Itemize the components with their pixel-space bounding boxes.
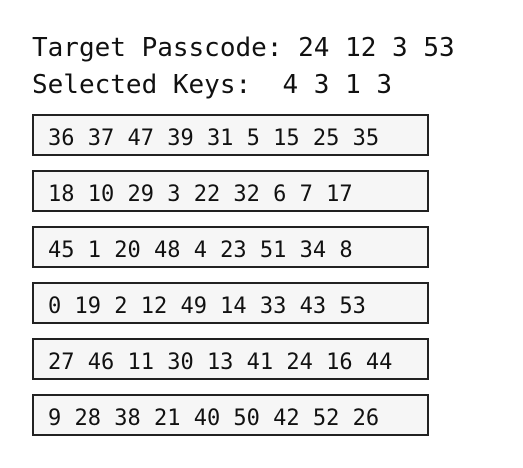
key-row-label: 9 28 38 21 40 50 42 52 26 [48,406,380,431]
key-row-label: 36 37 47 39 31 5 15 25 35 [48,126,380,151]
key-row-label: 18 10 29 3 22 32 6 7 17 [48,182,353,207]
key-row-5[interactable]: 27 46 11 30 13 41 24 16 44 [32,338,429,380]
key-row-label: 45 1 20 48 4 23 51 34 8 [48,238,353,263]
key-row-label: 27 46 11 30 13 41 24 16 44 [48,350,393,375]
key-row-1[interactable]: 36 37 47 39 31 5 15 25 35 [32,114,429,156]
key-row-2[interactable]: 18 10 29 3 22 32 6 7 17 [32,170,429,212]
key-row-6[interactable]: 9 28 38 21 40 50 42 52 26 [32,394,429,436]
selected-keys-line: Selected Keys: 4 3 1 3 [32,70,393,100]
key-row-label: 0 19 2 12 49 14 33 43 53 [48,294,366,319]
key-row-4[interactable]: 0 19 2 12 49 14 33 43 53 [32,282,429,324]
target-passcode-line: Target Passcode: 24 12 3 53 [32,33,455,63]
key-row-3[interactable]: 45 1 20 48 4 23 51 34 8 [32,226,429,268]
key-rows-list: 36 37 47 39 31 5 15 25 35 18 10 29 3 22 … [32,114,429,450]
